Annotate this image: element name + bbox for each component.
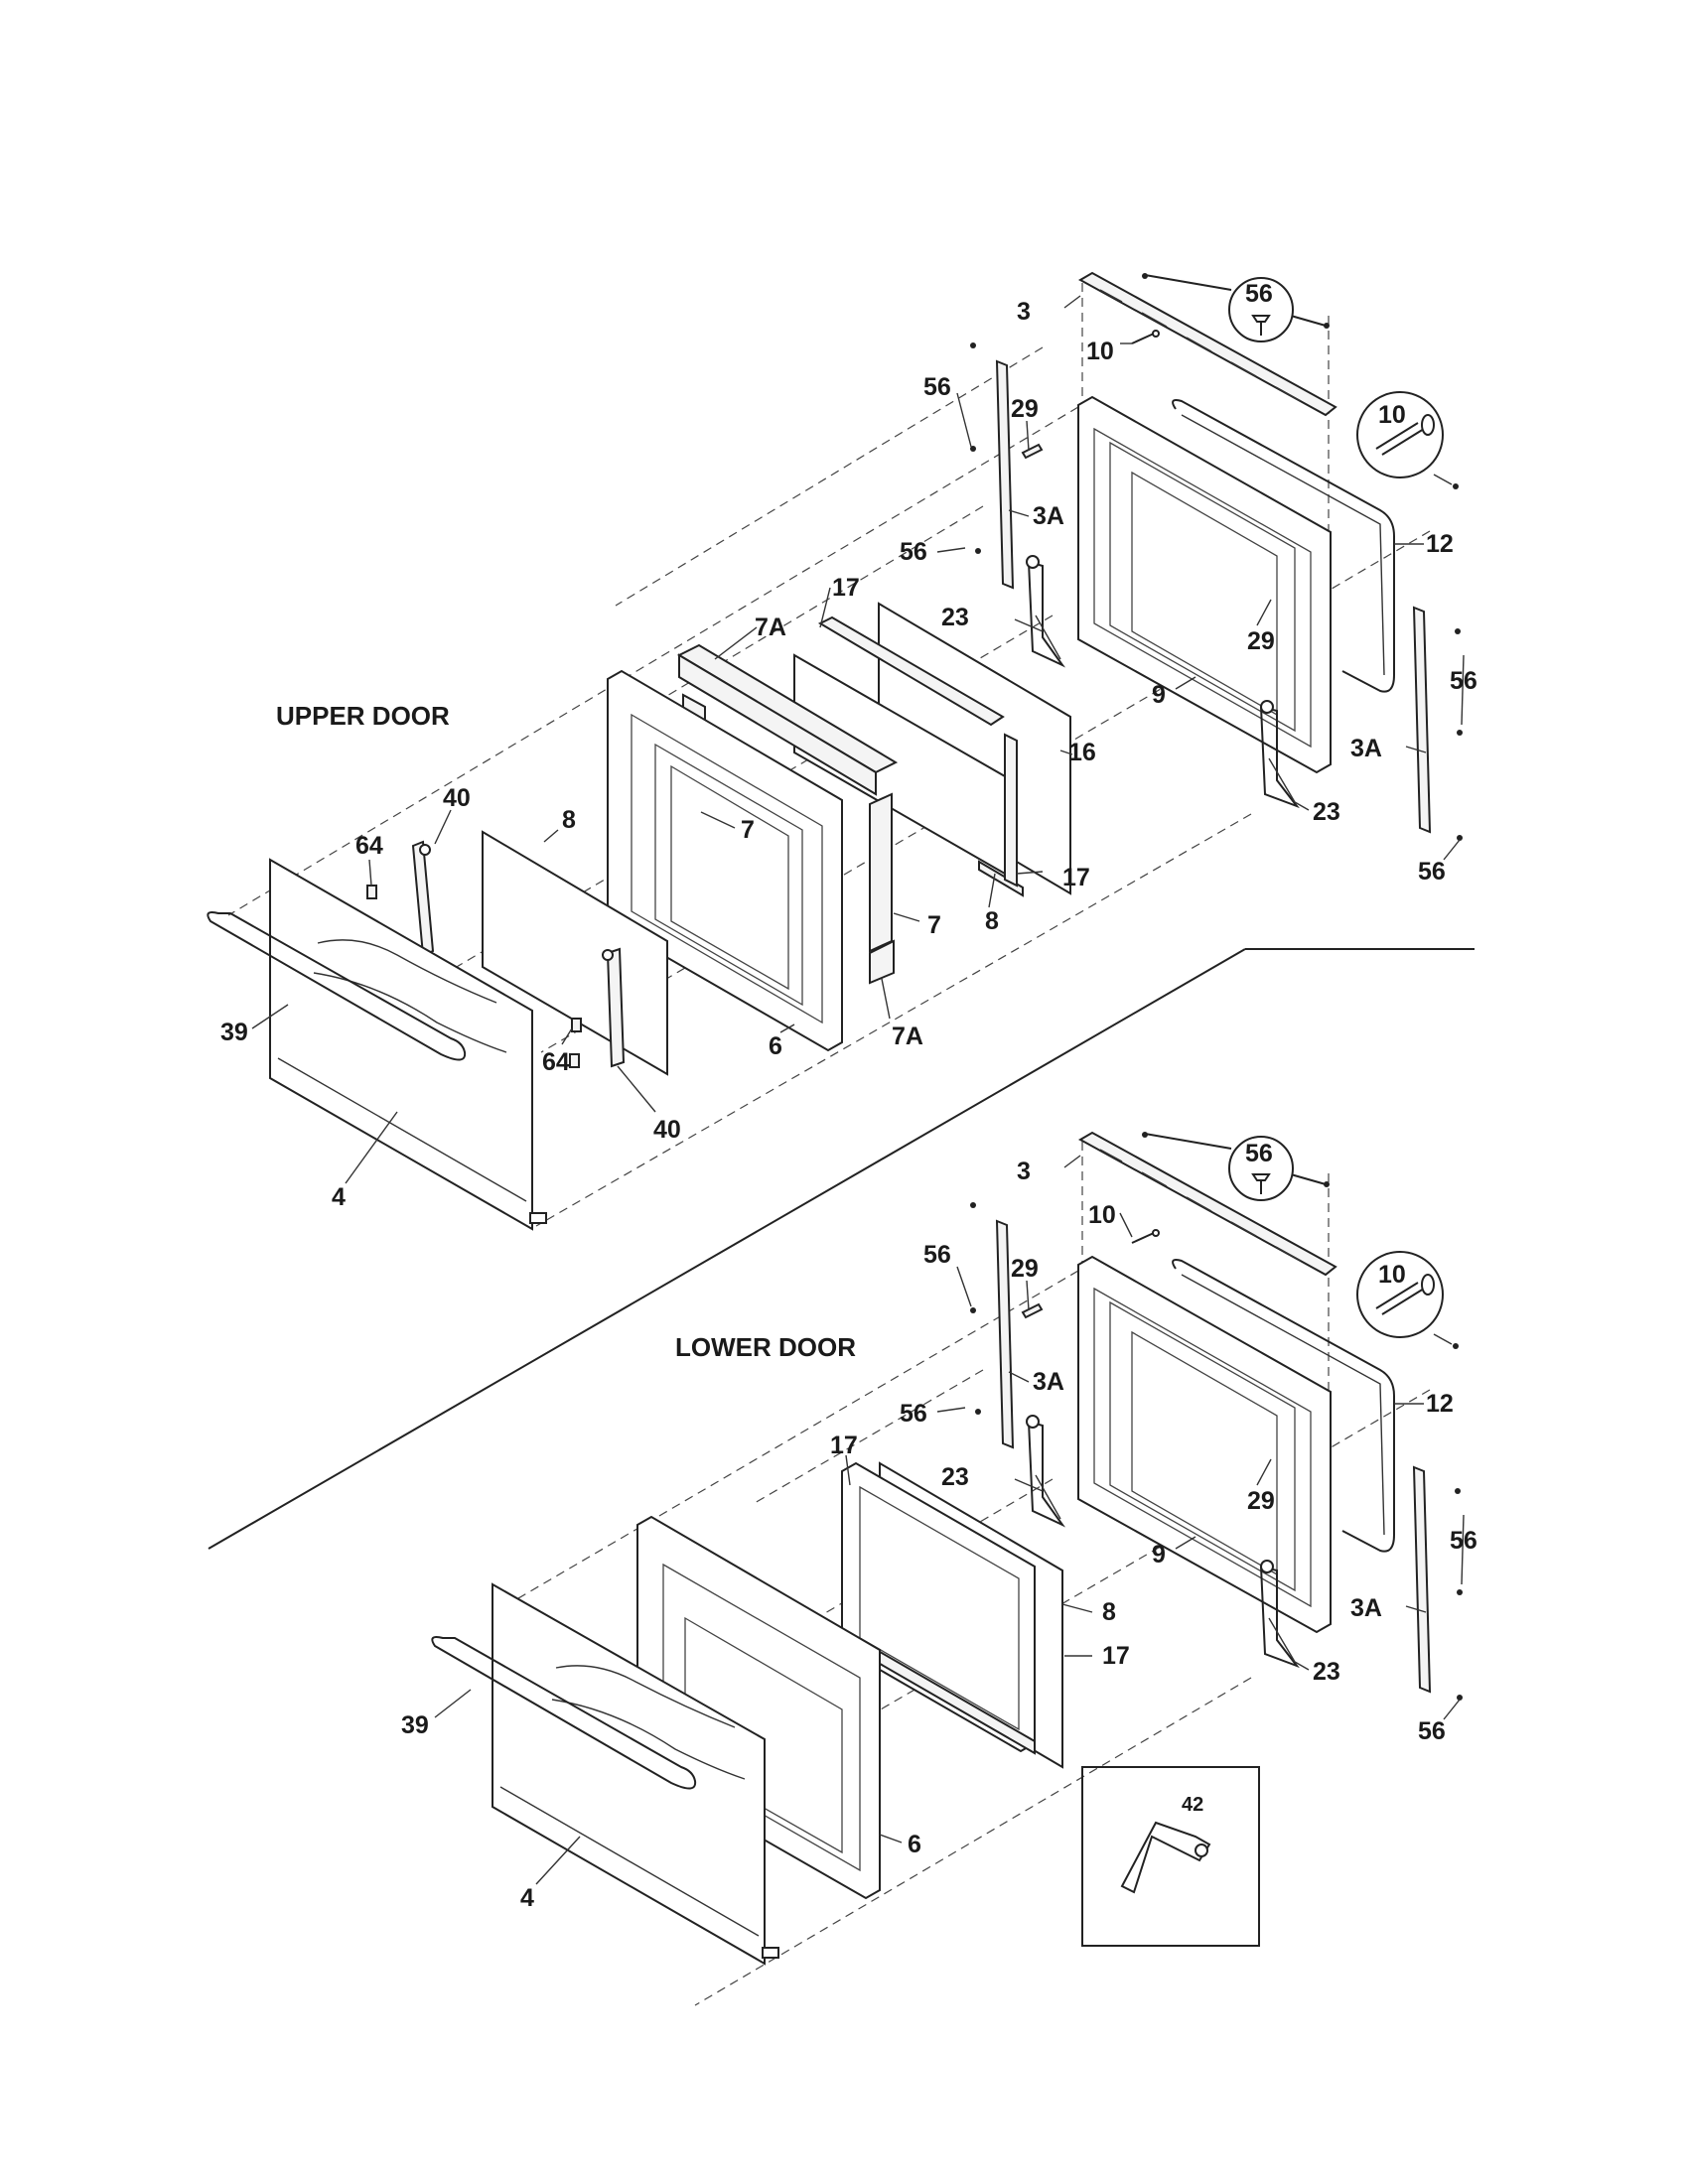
- label-3A-left-lower: 3A: [1033, 1368, 1064, 1396]
- part-23-hinge-left-lower: [1026, 1415, 1066, 1528]
- part-56-screw-callout: [1142, 273, 1330, 342]
- part-17-glass-channel-bottom: [978, 733, 1024, 897]
- label-6-lower: 6: [908, 1831, 921, 1858]
- label-64-bottom: 64: [542, 1048, 570, 1076]
- label-17b-lower: 17: [1102, 1642, 1130, 1670]
- label-3-lower: 3: [1017, 1158, 1031, 1185]
- part-7A-insulation-top: [676, 643, 899, 796]
- part-3-top-vent-channel-lower: [1077, 1131, 1337, 1277]
- label-8-lower: 8: [1102, 1598, 1116, 1626]
- part-3A-right-side-rail-lower: [1412, 1465, 1463, 1701]
- label-40-top: 40: [443, 784, 471, 812]
- label-8-right: 8: [985, 907, 999, 935]
- label-6: 6: [769, 1032, 782, 1060]
- label-64-top: 64: [355, 832, 383, 860]
- label-7-right: 7: [927, 911, 941, 939]
- label-56-left: 56: [923, 373, 951, 401]
- label-3A-right-lower: 3A: [1350, 1594, 1382, 1622]
- part-64-clip: [366, 885, 582, 1068]
- upper-leader-lines: [251, 295, 1465, 1184]
- label-4: 4: [332, 1183, 346, 1211]
- label-12-lower: 12: [1426, 1390, 1454, 1418]
- part-3-top-vent-channel: [1077, 271, 1337, 417]
- label-17-bottom: 17: [1062, 864, 1090, 891]
- label-29-right-lower: 29: [1247, 1487, 1275, 1515]
- part-4-outer-door-panel: [269, 858, 547, 1231]
- label-56-bottom: 56: [1418, 858, 1446, 886]
- label-56-mid-lower: 56: [900, 1400, 927, 1428]
- label-23-left: 23: [941, 604, 969, 631]
- part-40-bracket-bottom: [602, 947, 626, 1068]
- part-23-hinge-right: [1259, 700, 1300, 809]
- label-8-left: 8: [562, 806, 576, 834]
- label-39-lower: 39: [401, 1711, 429, 1739]
- label-17-top: 17: [832, 574, 860, 602]
- label-29-lower: 29: [1011, 1255, 1039, 1283]
- label-56-right-lower: 56: [1450, 1527, 1477, 1555]
- label-3A-left: 3A: [1033, 502, 1064, 530]
- label-16: 16: [1068, 739, 1096, 766]
- upper-part-labels: UPPER DOOR 3 56 10 10 56 29 12 3A 56 17 …: [220, 280, 1477, 1211]
- label-10-zoom: 10: [1378, 401, 1406, 429]
- lower-door-assembly: 42 LOWER DOOR 3 56: [401, 1131, 1477, 2006]
- label-12: 12: [1426, 530, 1454, 558]
- label-7-mid: 7: [741, 816, 755, 844]
- label-10-lower: 10: [1088, 1201, 1116, 1229]
- upper-door-assembly: UPPER DOOR 3 56 10 10 56 29 12 3A 56 17 …: [207, 271, 1477, 1231]
- part-3A-left-side-rail: [970, 342, 1015, 590]
- label-3A-right: 3A: [1350, 735, 1382, 762]
- label-17-lower: 17: [830, 1432, 858, 1459]
- label-56-left-lower: 56: [923, 1241, 951, 1269]
- lower-leader-lines: [434, 1155, 1465, 1885]
- label-56-bottom-lower: 56: [1418, 1717, 1446, 1745]
- label-40-bottom: 40: [653, 1116, 681, 1144]
- part-3A-right-side-rail: [1412, 606, 1463, 841]
- label-42: 42: [1182, 1794, 1203, 1816]
- label-7A-bottom: 7A: [892, 1023, 923, 1050]
- upper-door-title: UPPER DOOR: [276, 701, 450, 731]
- label-39: 39: [220, 1019, 248, 1046]
- label-10-zoom-lower: 10: [1378, 1261, 1406, 1289]
- part-9-inner-door-liner: [1077, 395, 1332, 774]
- part-10-screw-lower: [1131, 1229, 1160, 1244]
- label-9-lower: 9: [1152, 1541, 1166, 1569]
- label-29-right: 29: [1247, 627, 1275, 655]
- part-7A-insulation-bottom: [869, 939, 895, 985]
- part-39-door-handle-lower: [431, 1636, 697, 1790]
- label-56-callout-lower: 56: [1245, 1140, 1273, 1167]
- lower-part-labels: LOWER DOOR 3 56 10 10 56 29 3A 12 56 17 …: [401, 1140, 1477, 1912]
- part-42-inset-box: 42: [1081, 1766, 1260, 1947]
- label-10: 10: [1086, 338, 1114, 365]
- part-12-door-gasket: [1172, 399, 1395, 693]
- part-4-outer-door-panel-lower: [492, 1582, 779, 1966]
- part-17-glass-channel-top: [817, 615, 1005, 727]
- label-3: 3: [1017, 298, 1031, 326]
- label-23-right-lower: 23: [1313, 1658, 1340, 1686]
- part-23-hinge-left: [1026, 555, 1066, 668]
- part-39-door-handle: [207, 911, 467, 1061]
- part-12-door-gasket-lower: [1172, 1259, 1395, 1553]
- part-40-bracket-top: [411, 840, 435, 957]
- label-56-mid: 56: [900, 538, 927, 566]
- part-10-screw-zoom-lower: [1356, 1251, 1459, 1349]
- label-29: 29: [1011, 395, 1039, 423]
- part-56-screw-callout-lower: [1142, 1132, 1330, 1201]
- label-56-right: 56: [1450, 667, 1477, 695]
- part-10-screw-zoom: [1356, 391, 1459, 489]
- label-9: 9: [1152, 681, 1166, 709]
- label-4-lower: 4: [520, 1884, 534, 1912]
- part-9-inner-door-liner-lower: [1077, 1255, 1332, 1634]
- part-3A-left-side-rail-lower: [970, 1202, 1015, 1449]
- part-23-hinge-right-lower: [1259, 1560, 1300, 1669]
- label-56-callout: 56: [1245, 280, 1273, 308]
- lower-door-title: LOWER DOOR: [675, 1332, 856, 1362]
- section-divider-line: [208, 948, 1475, 1550]
- label-23-right: 23: [1313, 798, 1340, 826]
- label-23-left-lower: 23: [941, 1463, 969, 1491]
- label-7A-top: 7A: [755, 614, 786, 641]
- part-10-screw: [1131, 330, 1160, 344]
